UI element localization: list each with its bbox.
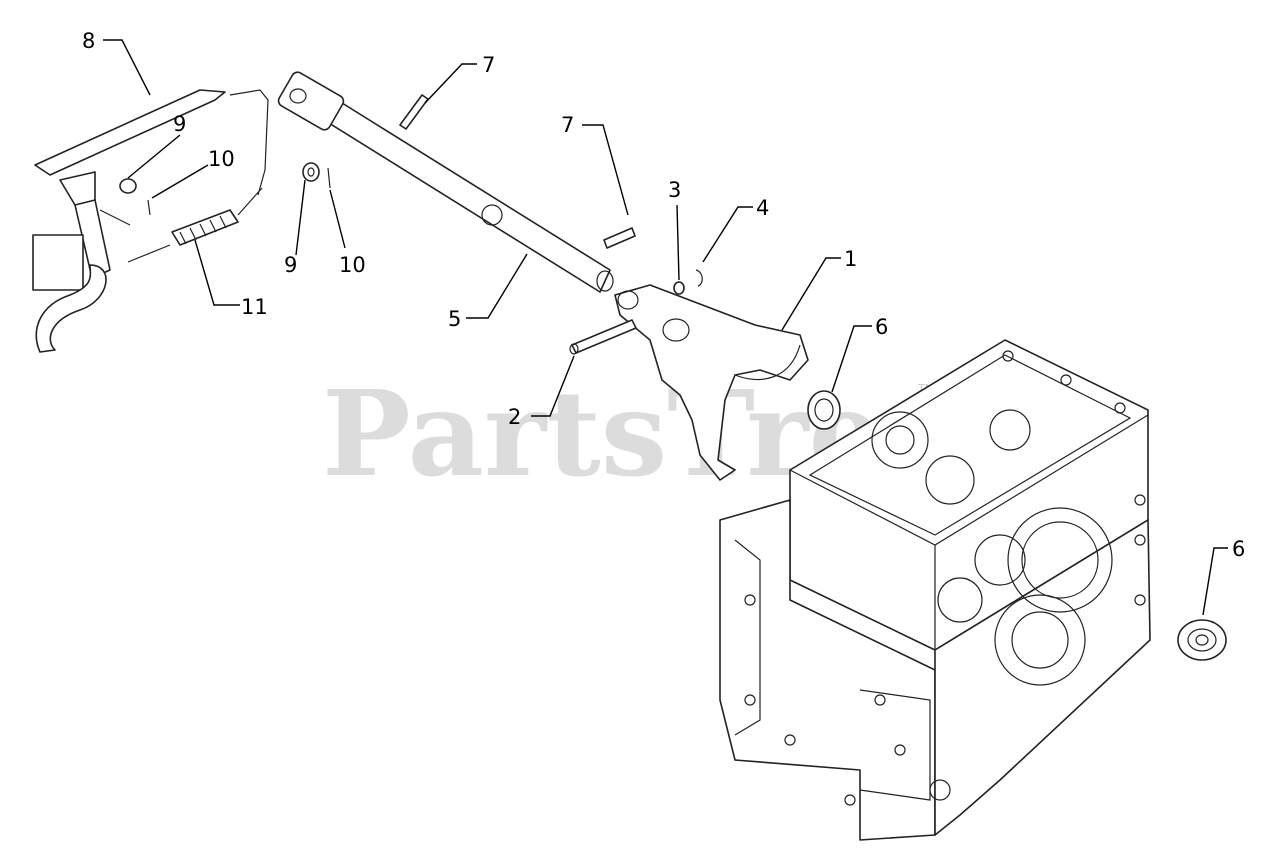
washer-3[interactable] xyxy=(673,281,685,295)
washer-9-left[interactable] xyxy=(119,178,137,194)
callout-7-pin-upper[interactable]: 7 xyxy=(482,53,495,77)
retaining-ring-4[interactable] xyxy=(695,269,703,287)
callout-2-pin[interactable]: 2 xyxy=(508,405,521,429)
callout-11-spring[interactable]: 11 xyxy=(241,295,268,319)
pedal-lever[interactable] xyxy=(32,89,269,353)
callout-6-seal-upper[interactable]: 6 xyxy=(875,315,888,339)
shift-fork[interactable] xyxy=(614,284,809,481)
shift-shaft[interactable] xyxy=(276,70,614,293)
cotter-pin-10-mid[interactable] xyxy=(327,167,331,189)
callout-4-ring[interactable]: 4 xyxy=(756,196,769,220)
oil-seal-right[interactable] xyxy=(1177,619,1227,661)
callout-3-washer[interactable]: 3 xyxy=(668,178,681,202)
callout-7-pin-lower[interactable]: 7 xyxy=(561,113,574,137)
oil-seal-upper[interactable] xyxy=(807,390,841,430)
callout-6-seal-right[interactable]: 6 xyxy=(1232,537,1245,561)
callout-10-cotter-left[interactable]: 10 xyxy=(208,147,235,171)
washer-9-mid[interactable] xyxy=(302,162,320,182)
cotter-pin-10-left[interactable] xyxy=(147,199,151,216)
roll-pin-lower[interactable] xyxy=(603,227,636,249)
callout-10-cotter-mid[interactable]: 10 xyxy=(339,253,366,277)
transmission-housing[interactable] xyxy=(719,339,1151,841)
callout-8-lever[interactable]: 8 xyxy=(82,29,95,53)
return-spring[interactable] xyxy=(127,187,263,263)
clevis-pin[interactable] xyxy=(569,319,637,355)
leader-lines xyxy=(103,39,1228,616)
roll-pin-upper[interactable] xyxy=(399,94,429,130)
callout-labels: 8 7 7 9 10 9 10 11 5 3 4 1 2 6 6 xyxy=(82,29,1245,561)
callout-9-washer-mid[interactable]: 9 xyxy=(284,253,297,277)
callout-1-fork[interactable]: 1 xyxy=(844,247,857,271)
callout-5-shaft[interactable]: 5 xyxy=(448,307,461,331)
callout-9-washer-left[interactable]: 9 xyxy=(173,112,186,136)
